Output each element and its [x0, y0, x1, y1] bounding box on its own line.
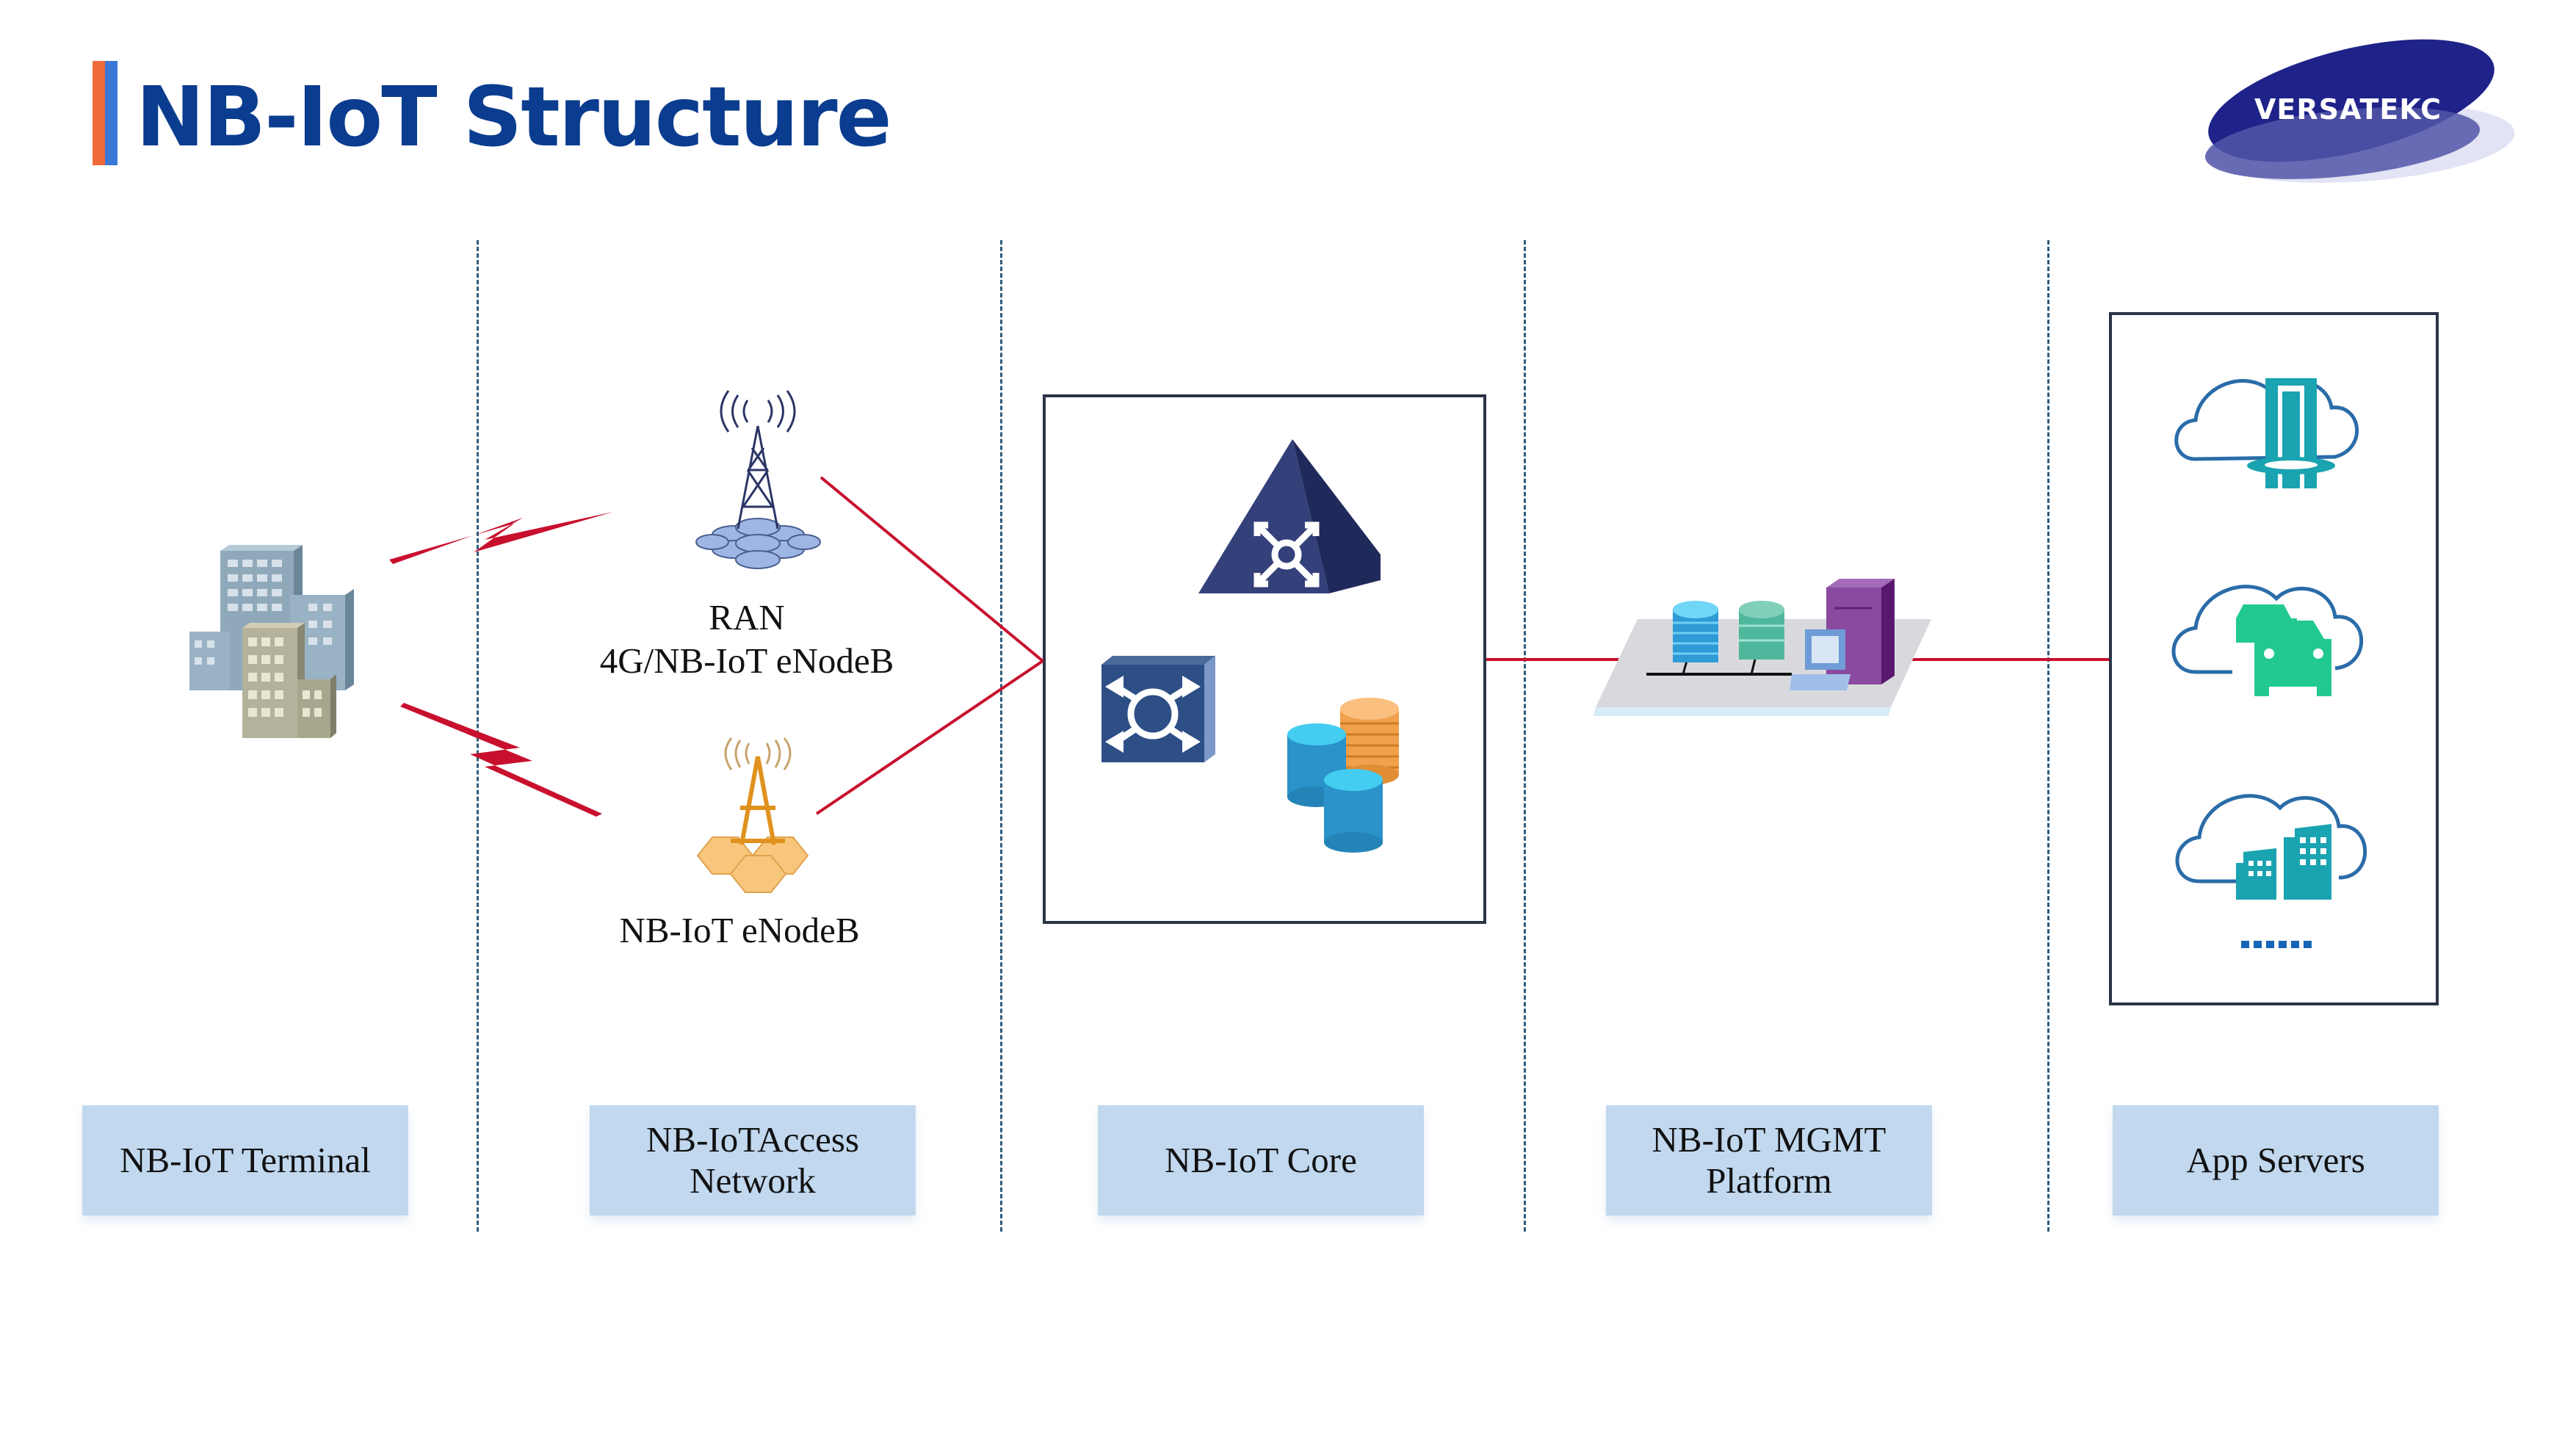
layer-label-terminal: NB-IoT Terminal	[82, 1105, 408, 1215]
layer-divider	[1000, 240, 1002, 1232]
ran-label: RAN 4G/NB-IoT eNodeB	[600, 596, 894, 683]
office-buildings-icon	[189, 545, 354, 738]
logo-ellipses-icon	[2204, 39, 2515, 183]
computer-icon	[1790, 629, 1850, 690]
ran-label-line1: RAN	[709, 597, 785, 637]
title-accent-bar	[93, 61, 117, 165]
ran-label-line2: 4G/NB-IoT eNodeB	[599, 640, 894, 681]
layer-label-core: NB-IoT Core	[1098, 1105, 1424, 1215]
router-pyramid-icon	[1198, 439, 1381, 593]
database-icon	[1739, 601, 1784, 660]
more-apps-indicator	[2241, 939, 2312, 948]
layer-label-mgmt-platform: NB-IoT MGMT Platform	[1606, 1105, 1932, 1215]
nbiot-enodeb-label: NB-IoT eNodeB	[619, 910, 860, 950]
layer-divider	[2047, 240, 2049, 1232]
switch-icon	[1101, 656, 1215, 762]
accent-blue	[105, 61, 117, 165]
cell-tower-icon	[695, 390, 821, 569]
database-icon	[1673, 601, 1718, 662]
database-stack-icon	[1287, 698, 1399, 853]
link-nbiot-enodeb-to-core	[815, 660, 1044, 815]
eiffel-tower-base-station-icon	[696, 737, 809, 893]
cloud-buildings-icon	[2175, 794, 2367, 900]
logo-text: VERSATEKC	[2254, 93, 2442, 126]
accent-orange	[93, 61, 105, 165]
wireless-link-bolt-icon	[400, 703, 602, 817]
layer-divider	[1524, 240, 1526, 1232]
layer-label-app-servers: App Servers	[2113, 1105, 2439, 1215]
wireless-link-bolt-icon	[389, 512, 613, 564]
cloud-cars-icon	[2171, 585, 2364, 696]
layer-label-access-network: NB-IoTAccess Network	[590, 1105, 916, 1215]
cloud-data-center-icon	[2174, 378, 2359, 488]
core-frame	[1043, 394, 1486, 924]
page-title: NB-IoT Structure	[136, 70, 892, 165]
link-ran-to-core	[820, 476, 1044, 662]
ellipsis-icon	[2241, 941, 2312, 948]
app-servers-frame	[2109, 312, 2439, 1005]
management-platform-icon	[1593, 579, 1931, 716]
company-logo: VERSATEKC	[2196, 33, 2526, 191]
